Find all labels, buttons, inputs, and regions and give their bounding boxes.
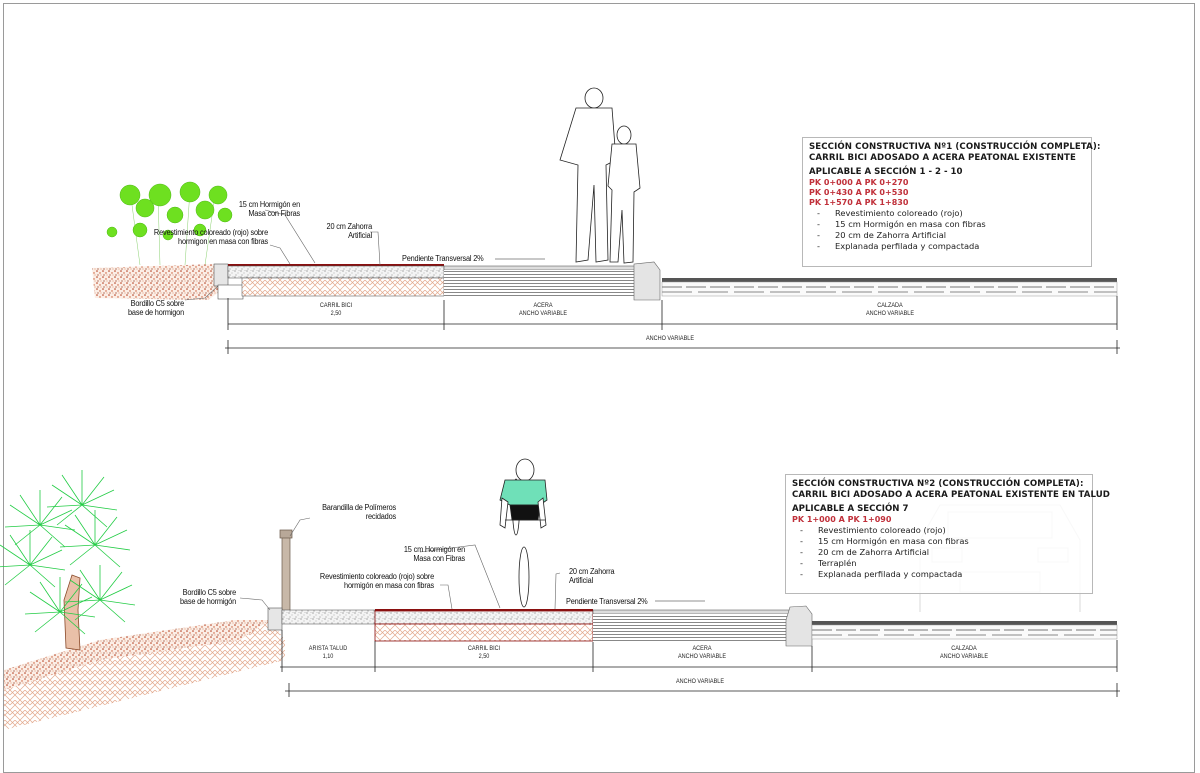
list-item: -Explanada perfilada y compactada [800,569,963,579]
section2-pendiente-label: Pendiente Transversal 2% [566,597,648,606]
section2-applicable: APLICABLE A SECCIÓN 7 [792,504,909,514]
palm-tree-icon [0,470,136,651]
list-item: -15 cm Hormigón en masa con fibras [817,219,986,229]
section1-title-line2: CARRIL BICI ADOSADO A ACERA PEATONAL EXI… [809,153,1076,163]
section2-dim-total: ANCHO VARIABLE [675,678,725,685]
list-item: -Revestimiento coloreado (rojo) [800,525,946,535]
section1-zahorra-label: 20 cm Zahorra Artificial [326,222,373,240]
section2-dim-carril-bici: CARRIL BICI 2,50 [467,645,501,660]
section2-barandilla-label: Barandilla de Polímeros recidados [322,503,396,521]
section2-drawing [0,458,1120,730]
section2-hormigon-label: 15 cm Hormigón en Masa con Fibras [403,545,465,563]
railing-post-icon [281,533,291,613]
section1-dim-total: ANCHO VARIABLE [645,335,695,342]
section1-applicable: APLICABLE A SECCIÓN 1 - 2 - 10 [809,167,963,177]
list-item: -15 cm Hormigón en masa con fibras [800,536,969,546]
section2-dim-arista-talud: ARISTA TALUD 1,10 [308,645,348,660]
section2-bordillo-label: Bordillo C5 sobre base de hormigón [180,588,236,606]
section1-materials-list: -Revestimiento coloreado (rojo) -15 cm H… [809,208,1085,252]
section1-hormigon-label: 15 cm Hormigón en Masa con Fibras [238,200,300,218]
section1-drawing [92,87,1120,354]
list-item: -Explanada perfilada y compactada [817,241,980,251]
section1-pk-range: PK 0+000 A PK 0+270 [809,178,909,187]
section2-title-line1: SECCIÓN CONSTRUCTIVA Nº2 (CONSTRUCCIÓN C… [792,479,1084,489]
shrubs-icon [106,181,233,266]
section2-pk-range: PK 1+000 A PK 1+090 [792,515,892,524]
section2-revestimiento-label: Revestimiento coloreado (rojo) sobre hor… [319,572,434,590]
section2-dim-acera: ACERA ANCHO VARIABLE [677,645,727,660]
section2-info-box: SECCIÓN CONSTRUCTIVA Nº2 (CONSTRUCCIÓN C… [785,474,1111,594]
section1-dim-calzada: CALZADA ANCHO VARIABLE [865,302,915,317]
section2-title-line2: CARRIL BICI ADOSADO A ACERA PEATONAL EXI… [792,490,1111,500]
pedestrians-icon [559,87,641,264]
section1-pk-range: PK 1+570 A PK 1+830 [809,198,909,207]
section1-revestimiento-label: Revestimiento coloreado (rojo) sobre hor… [153,228,268,246]
section1-info-box: SECCIÓN CONSTRUCTIVA Nº1 (CONSTRUCCIÓN C… [802,137,1101,267]
list-item: -Revestimiento coloreado (rojo) [817,208,963,218]
section2-zahorra-label: 20 cm Zahorra Artificial [569,567,615,585]
section2-materials-list: -Revestimiento coloreado (rojo) -15 cm H… [792,525,1086,580]
section1-pendiente-label: Pendiente Transversal 2% [402,254,484,263]
section1-title-line1: SECCIÓN CONSTRUCTIVA Nº1 (CONSTRUCCIÓN C… [809,142,1101,152]
list-item: -20 cm de Zahorra Artificial [800,547,930,557]
cyclist-icon [499,458,548,608]
section1-pk-range: PK 0+430 A PK 0+530 [809,188,909,197]
section1-dim-acera: ACERA ANCHO VARIABLE [518,302,568,317]
section1-dim-carril-bici: CARRIL BICI 2,50 [319,302,353,317]
section1-bordillo-label: Bordillo C5 sobre base de hormigon [128,299,184,317]
list-item: -20 cm de Zahorra Artificial [817,230,947,240]
list-item: -Terraplén [800,558,857,568]
section2-dim-calzada: CALZADA ANCHO VARIABLE [939,645,989,660]
